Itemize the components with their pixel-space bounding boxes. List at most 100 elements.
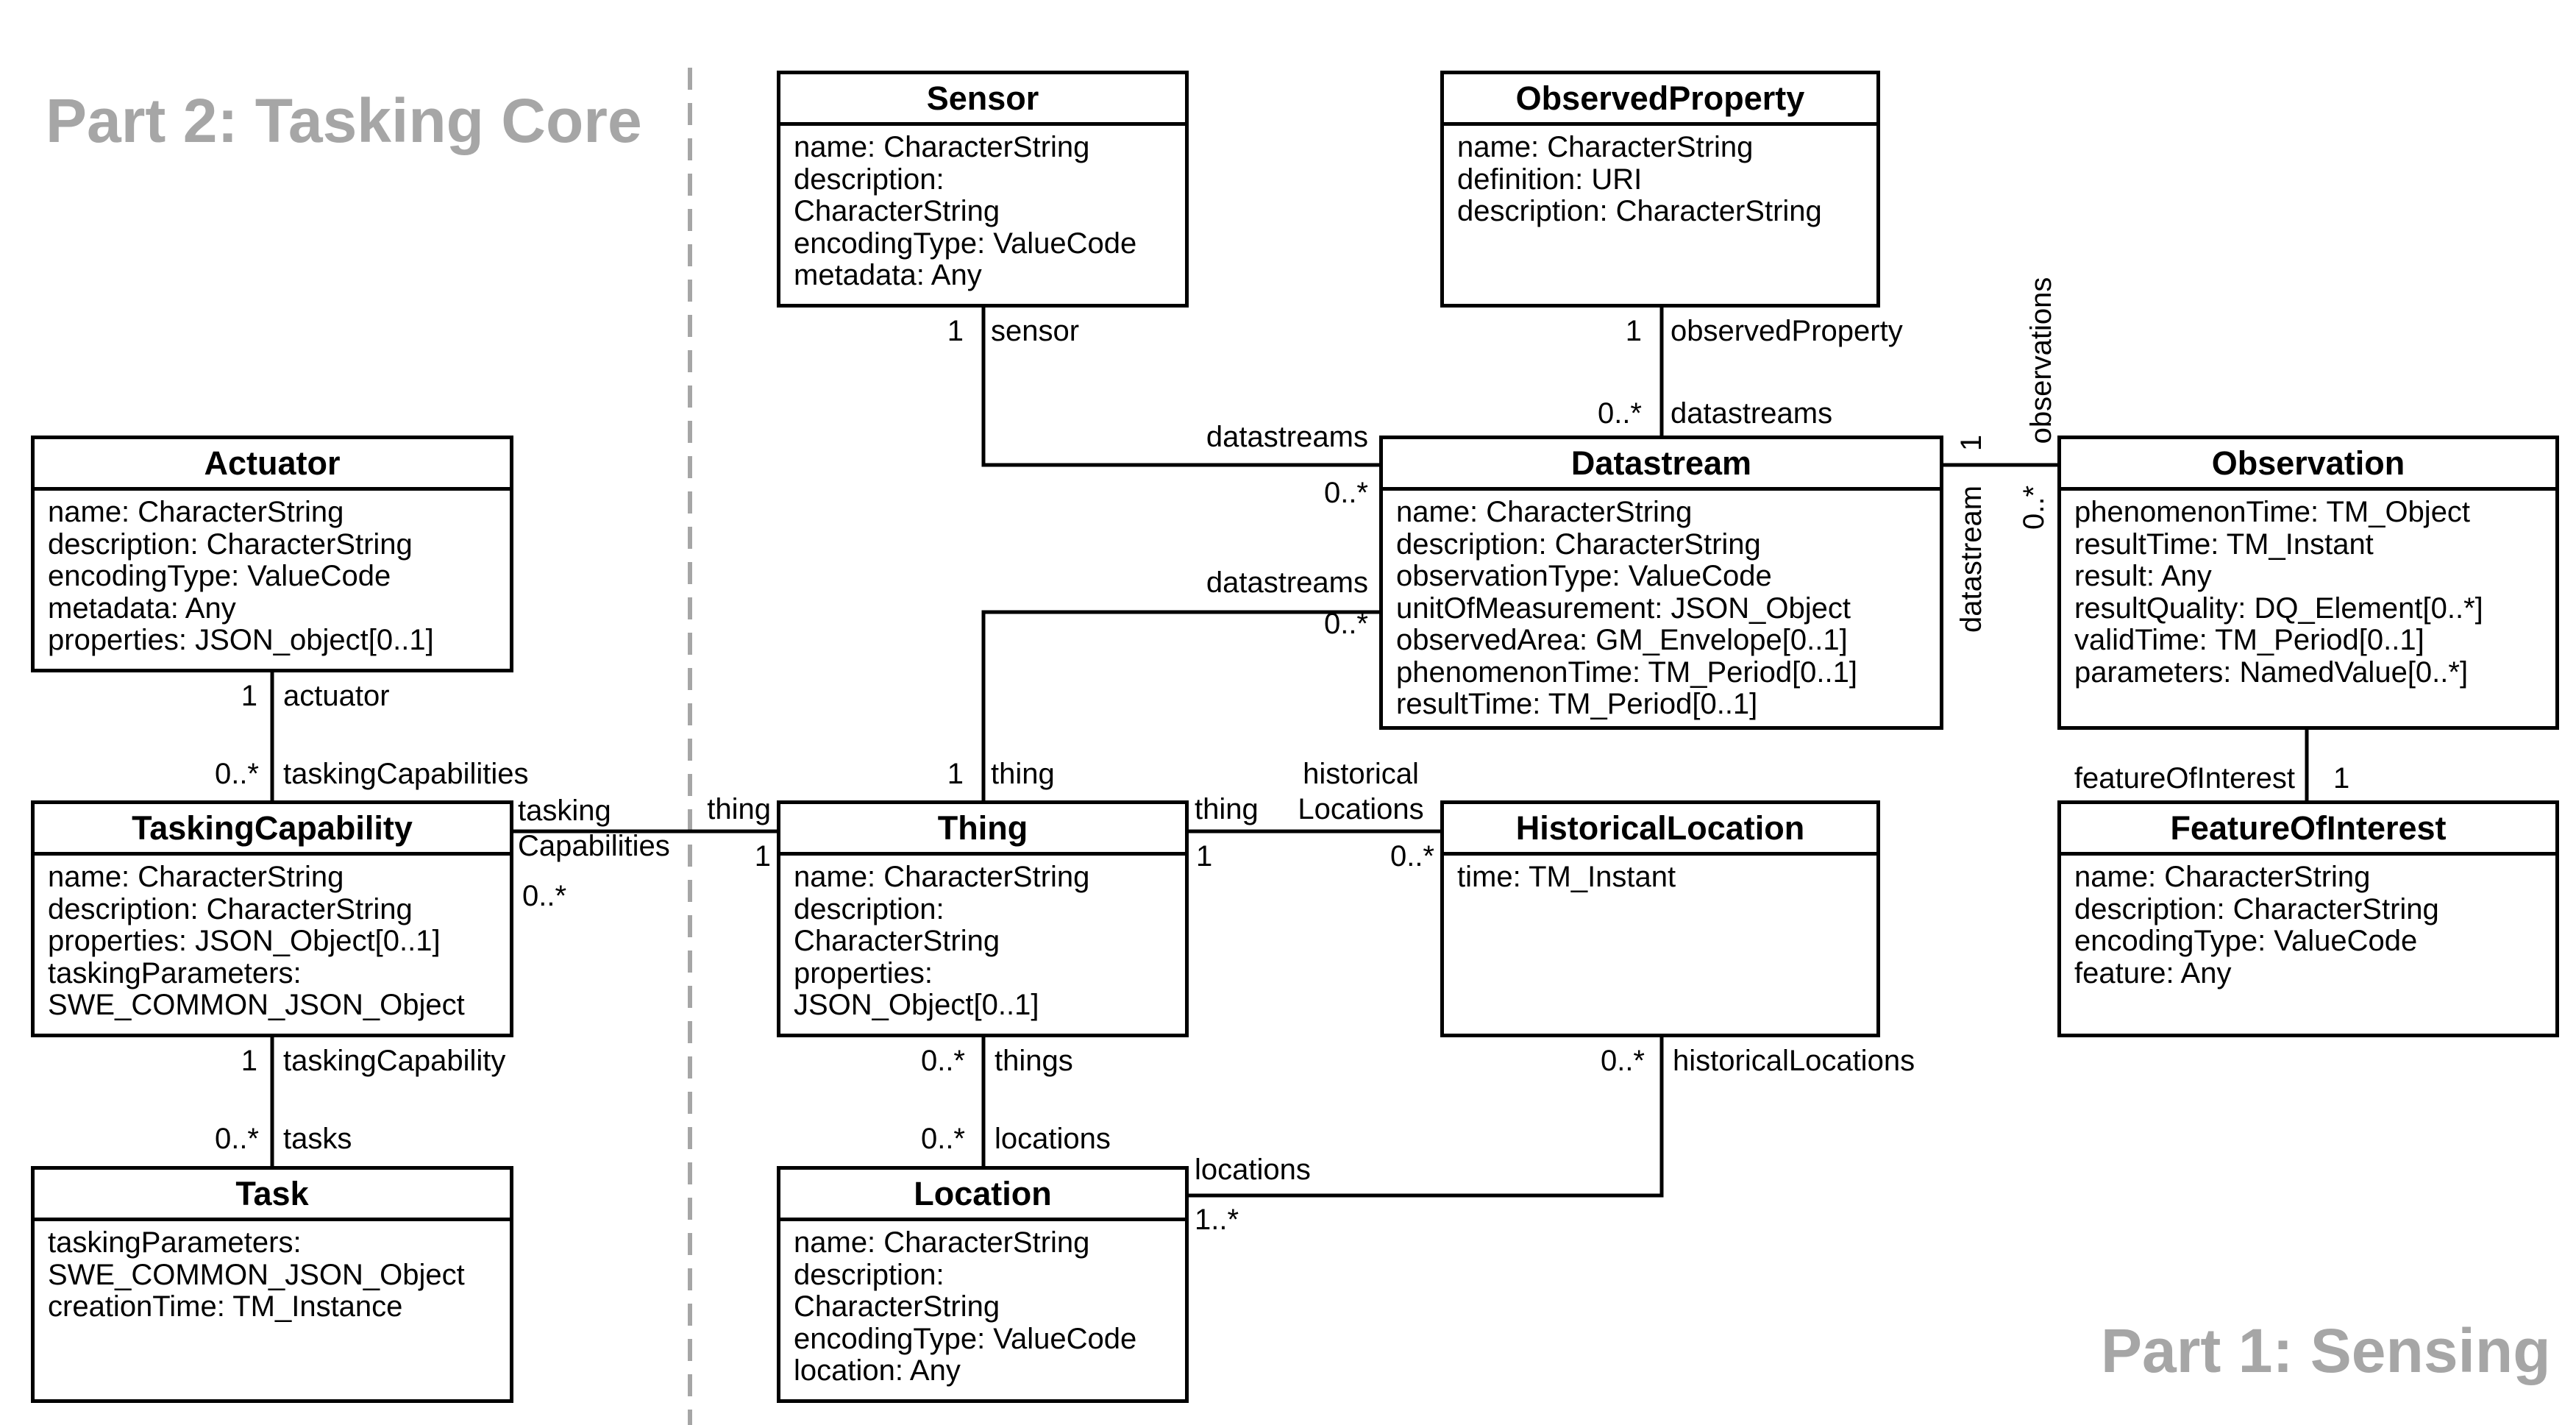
assoc-sensor-datastream <box>981 308 1379 467</box>
attribute: SWE_COMMON_JSON_Object <box>48 1258 465 1291</box>
role-label: locations <box>1195 1154 1311 1186</box>
attribute: name: CharacterString <box>1396 496 1693 528</box>
class-historicallocation: HistoricalLocation time: TM_Instant <box>1440 800 1880 1037</box>
attribute: resultTime: TM_Period[0..1] <box>1396 688 1758 720</box>
assoc-historicallocation-location <box>1189 1037 1664 1198</box>
attribute: location: Any <box>794 1354 961 1387</box>
multiplicity-label: 0..* <box>920 1123 965 1155</box>
attribute: metadata: Any <box>794 259 982 291</box>
multiplicity-label: 1 <box>1196 840 1213 873</box>
role-label: thing <box>991 758 1055 790</box>
role-label: taskingCapabilities <box>283 758 529 790</box>
attribute: phenomenonTime: TM_Object <box>2074 496 2471 528</box>
attribute: name: CharacterString <box>1457 131 1754 163</box>
class-name: Location <box>780 1170 1185 1221</box>
attribute: observationType: ValueCode <box>1396 560 1772 592</box>
class-observedproperty: ObservedProperty name: CharacterString d… <box>1440 71 1880 308</box>
assoc-thing-datastream <box>981 610 1379 803</box>
role-label: sensor <box>991 315 1080 347</box>
class-thing: Thing name: CharacterString description:… <box>777 800 1189 1037</box>
attribute: encodingType: ValueCode <box>48 560 391 592</box>
multiplicity-label: 0..* <box>214 758 259 790</box>
role-label: thing <box>707 793 771 825</box>
role-label: tasking <box>518 795 611 827</box>
attribute: resultQuality: DQ_Element[0..*] <box>2074 591 2483 625</box>
role-label: historical <box>1303 758 1419 790</box>
multiplicity-label: 0..* <box>214 1123 259 1155</box>
role-label: historicalLocations <box>1673 1045 1915 1077</box>
attribute: description: CharacterString <box>1396 527 1761 561</box>
attribute: description: <box>794 1258 944 1291</box>
multiplicity-label: 1 <box>947 758 964 790</box>
class-observation: Observation phenomenonTime: TM_Object re… <box>2057 436 2559 730</box>
attribute-list: taskingParameters: SWE_COMMON_JSON_Objec… <box>35 1221 510 1323</box>
attribute: encodingType: ValueCode <box>2074 925 2418 957</box>
attribute: name: CharacterString <box>48 861 344 893</box>
role-label: actuator <box>283 680 390 712</box>
class-name: Observation <box>2061 439 2555 491</box>
role-label: Locations <box>1298 793 1424 825</box>
attribute-list: name: CharacterString description: Chara… <box>35 491 510 657</box>
attribute-list: name: CharacterString description: Chara… <box>780 856 1185 1022</box>
attribute: description: CharacterString <box>2074 892 2439 925</box>
multiplicity-label: 1 <box>754 840 771 873</box>
attribute: properties: JSON_Object[0..1] <box>48 925 441 957</box>
class-taskingcapability: TaskingCapability name: CharacterString … <box>31 800 513 1037</box>
role-label: tasks <box>283 1123 352 1155</box>
attribute: time: TM_Instant <box>1457 861 1676 893</box>
attribute-list: name: CharacterString description: Chara… <box>1383 491 1940 721</box>
multiplicity-label: 0..* <box>1390 840 1434 873</box>
attribute: resultTime: TM_Instant <box>2074 527 2374 561</box>
attribute-list: name: CharacterString description: Chara… <box>35 856 510 1022</box>
multiplicity-label: 1 <box>2333 762 2350 795</box>
attribute: result: Any <box>2074 560 2212 592</box>
multiplicity-label: 1 <box>241 680 257 712</box>
class-location: Location name: CharacterString descripti… <box>777 1166 1189 1403</box>
attribute: name: CharacterString <box>2074 861 2371 893</box>
role-label: taskingCapability <box>283 1045 506 1077</box>
class-featureofinterest: FeatureOfInterest name: CharacterString … <box>2057 800 2559 1037</box>
multiplicity-label: 1 <box>1625 315 1642 347</box>
attribute: name: CharacterString <box>794 131 1090 163</box>
role-label: locations <box>995 1123 1111 1155</box>
role-label: thing <box>1195 793 1259 825</box>
attribute: SWE_COMMON_JSON_Object <box>48 989 465 1021</box>
class-name: FeatureOfInterest <box>2061 804 2555 856</box>
role-label: Capabilities <box>518 830 670 862</box>
attribute: JSON_Object[0..1] <box>794 989 1039 1021</box>
role-label: datastream <box>1955 485 1988 633</box>
class-name: ObservedProperty <box>1444 74 1876 126</box>
attribute: description: <box>794 892 944 925</box>
attribute: validTime: TM_Period[0..1] <box>2074 624 2424 656</box>
attribute: encodingType: ValueCode <box>794 227 1137 260</box>
multiplicity-label: 0..* <box>1600 1045 1645 1077</box>
role-label: things <box>995 1045 1073 1077</box>
attribute-list: name: CharacterString description: Chara… <box>780 126 1185 292</box>
attribute: taskingParameters: <box>48 956 302 989</box>
attribute: metadata: Any <box>48 591 236 625</box>
part-tasking-title: Part 2: Tasking Core <box>46 86 642 155</box>
multiplicity-label: 1 <box>947 315 964 347</box>
attribute: encodingType: ValueCode <box>794 1322 1137 1355</box>
attribute: definition: URI <box>1457 163 1643 196</box>
attribute: CharacterString <box>794 1290 1000 1323</box>
attribute-list: name: CharacterString description: Chara… <box>2061 856 2555 989</box>
attribute: CharacterString <box>794 195 1000 227</box>
attribute: parameters: NamedValue[0..*] <box>2074 655 2469 689</box>
attribute: feature: Any <box>2074 956 2232 989</box>
attribute: observedArea: GM_Envelope[0..1] <box>1396 624 1848 656</box>
class-name: TaskingCapability <box>35 804 510 856</box>
class-name: Thing <box>780 804 1185 856</box>
attribute: description: CharacterString <box>48 892 413 925</box>
role-label: observedProperty <box>1671 315 1903 347</box>
attribute: phenomenonTime: TM_Period[0..1] <box>1396 655 1858 689</box>
class-name: HistoricalLocation <box>1444 804 1876 856</box>
multiplicity-label: 1 <box>1955 434 1988 452</box>
multiplicity-label: 0..* <box>920 1045 965 1077</box>
role-label: datastreams <box>1671 397 1833 430</box>
attribute: taskingParameters: <box>48 1226 302 1259</box>
attribute: name: CharacterString <box>48 496 344 528</box>
role-label: observations <box>2025 277 2057 444</box>
attribute: properties: JSON_object[0..1] <box>48 624 434 656</box>
